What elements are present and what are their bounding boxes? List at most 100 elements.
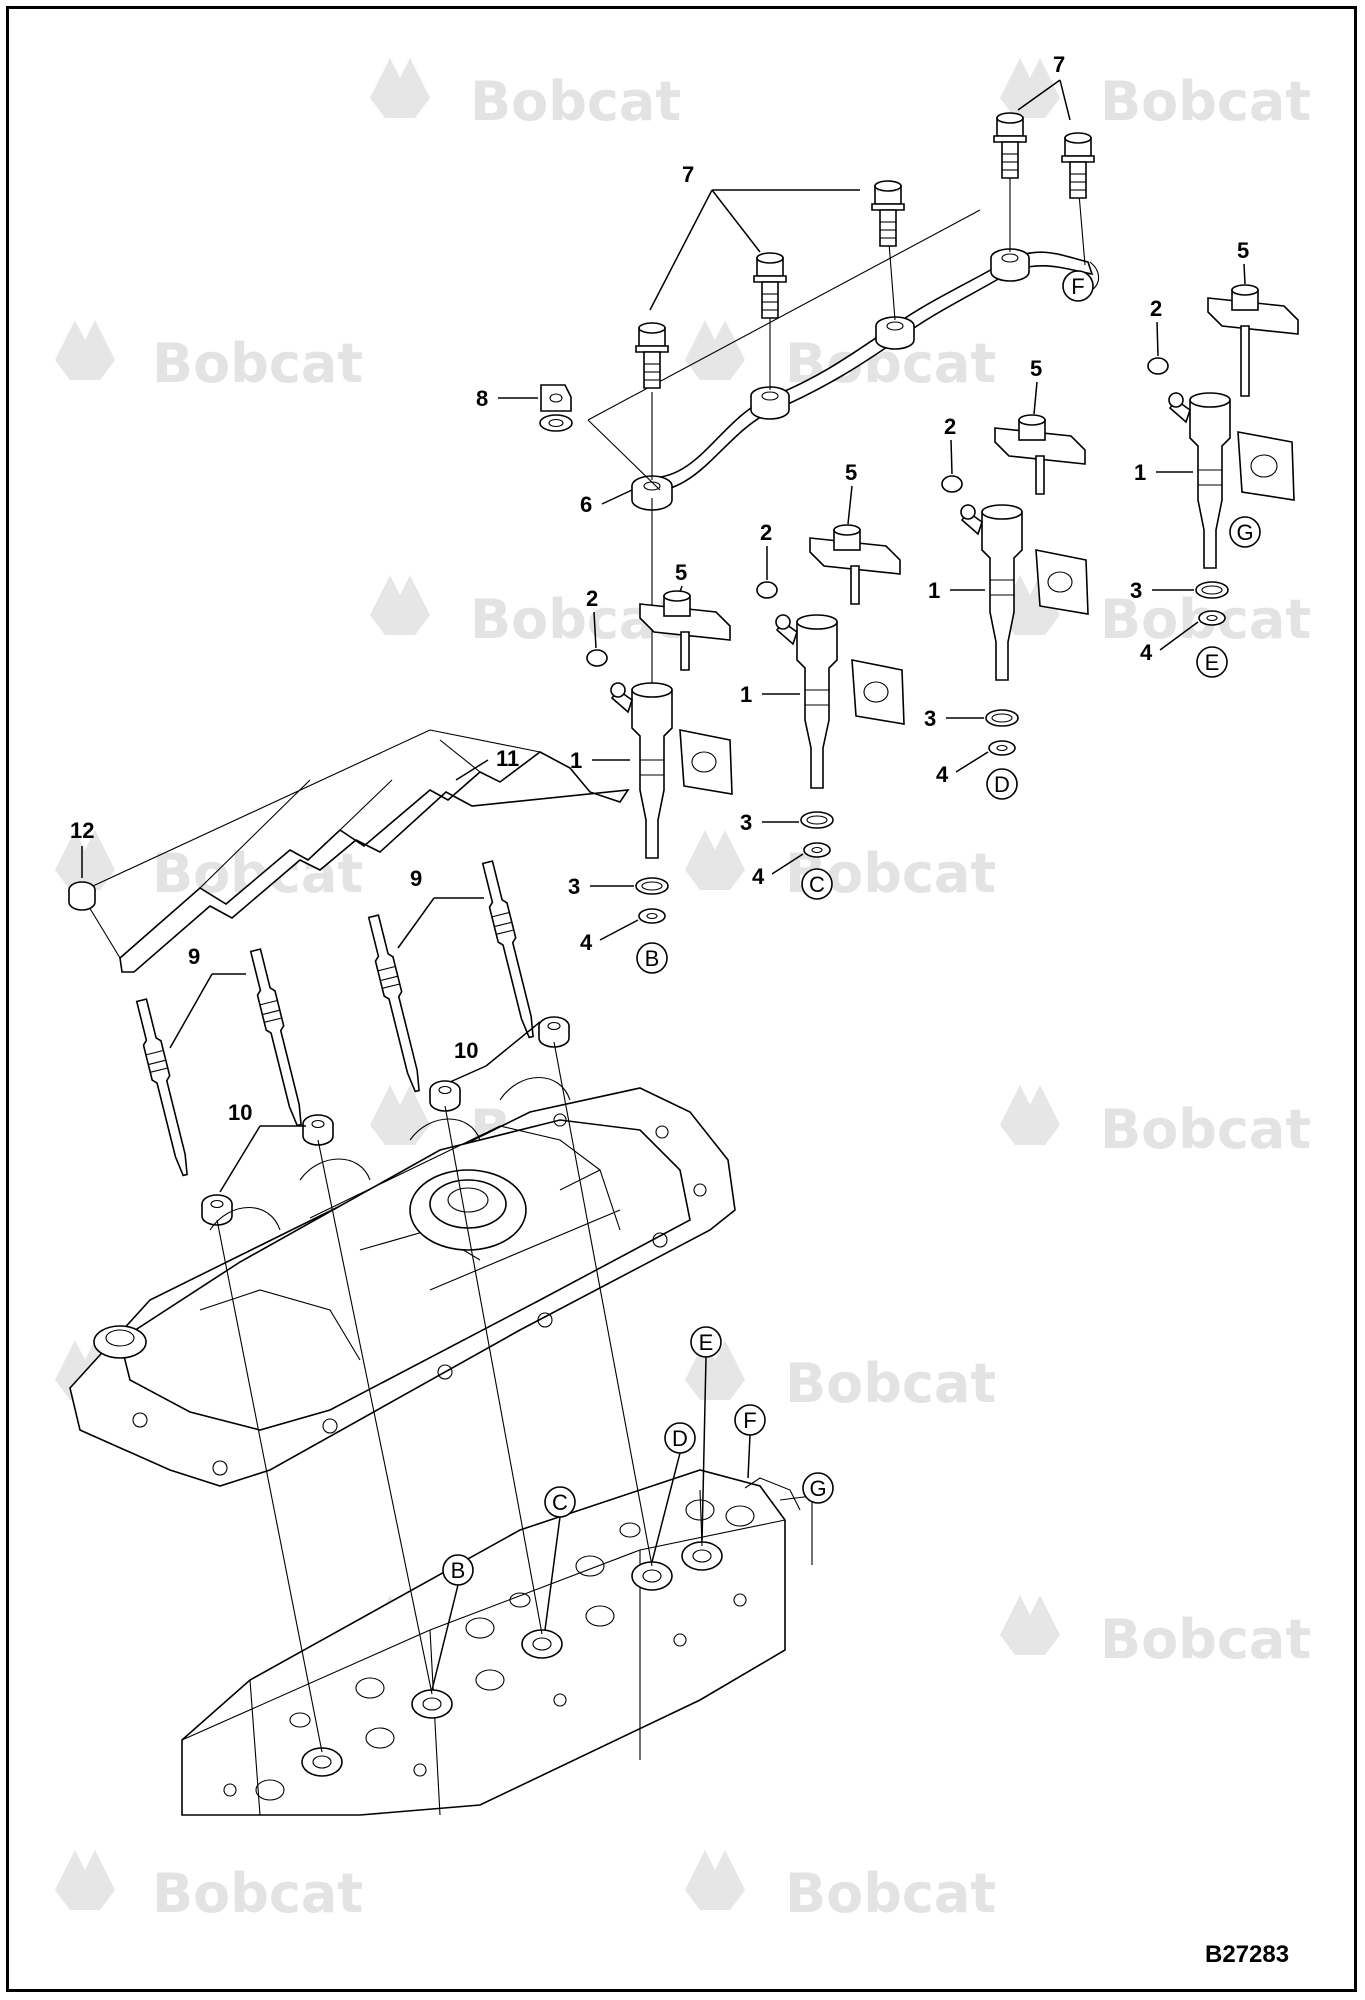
watermark-text: Bobcat [470, 70, 681, 133]
reference-letter-f-head: F [734, 1404, 766, 1479]
reference-letter-c-head: C [544, 1486, 576, 1631]
bobcat-logo-icon [55, 1850, 115, 1910]
injector-block [679, 729, 733, 795]
callout-2: 2 [1150, 296, 1162, 321]
banjo-bolt [871, 180, 905, 247]
injector [775, 614, 838, 789]
reference-letter-g: G [1229, 516, 1261, 548]
callout-4: 4 [936, 762, 949, 787]
banjo-fitting-4 [990, 248, 1030, 282]
svg-text:D: D [672, 1426, 688, 1451]
injector [1168, 392, 1231, 569]
reference-letter-b-head: B [431, 1554, 474, 1691]
watermark-text: Bobcat [1100, 70, 1311, 133]
callout-1: 1 [928, 578, 940, 603]
injector-set-d [941, 414, 1089, 756]
o-ring [941, 475, 963, 493]
svg-text:B: B [451, 1558, 466, 1583]
reference-letter-d-head: D [651, 1422, 696, 1563]
injector-set-c [756, 524, 905, 858]
callout-9: 9 [188, 944, 200, 969]
injector-clamp [809, 524, 901, 605]
svg-text:F: F [743, 1408, 756, 1433]
bobcat-logo-icon [1000, 1085, 1060, 1145]
glow-plug-nut [429, 1080, 461, 1112]
bobcat-logo-icon [55, 830, 115, 890]
banjo-bolt [993, 112, 1027, 179]
callout-4: 4 [1140, 640, 1153, 665]
leak-off-pipe [649, 251, 1100, 493]
callout-4: 4 [580, 930, 593, 955]
svg-text:F: F [1071, 274, 1084, 299]
watermark-text: Bobcat [785, 1352, 996, 1415]
seal-ring [1195, 581, 1229, 599]
washer [803, 842, 831, 858]
seal-ring [985, 709, 1019, 727]
svg-text:C: C [809, 872, 825, 897]
glow-plug [481, 860, 534, 1039]
injector-block [851, 659, 905, 725]
bobcat-logo-icon [1000, 1595, 1060, 1655]
banjo-fitting-2 [750, 386, 790, 420]
callout-11: 11 [496, 746, 519, 771]
callout-7: 7 [1053, 52, 1065, 77]
glow-plug [249, 948, 302, 1127]
banjo-bolt [635, 322, 669, 389]
banjo-fitting-3 [875, 316, 915, 350]
banjo-fitting-1 [631, 475, 673, 511]
bobcat-logo-icon [370, 1085, 430, 1145]
callout-3: 3 [924, 706, 936, 731]
banjo-bolt [753, 252, 787, 319]
watermark-text: Bobcat [1100, 1098, 1311, 1161]
svg-text:G: G [1236, 520, 1253, 545]
callout-5: 5 [845, 460, 857, 485]
bobcat-logo-icon [55, 320, 115, 380]
callout-2: 2 [944, 414, 956, 439]
callout-3: 3 [1130, 578, 1142, 603]
callout-2: 2 [586, 586, 598, 611]
reference-letter-d: D [986, 768, 1018, 800]
reference-letter-b: B [636, 942, 668, 974]
reference-letter-g-head: G [802, 1472, 834, 1504]
injector-set-e [1147, 284, 1299, 626]
reference-letter-f: F [1062, 270, 1094, 302]
callout-8: 8 [476, 386, 488, 411]
injector-clamp [639, 590, 731, 671]
callout-4: 4 [752, 864, 765, 889]
bus-bar-nut [68, 881, 96, 911]
callout-3: 3 [740, 810, 752, 835]
bobcat-logo-icon [685, 830, 745, 890]
svg-text:G: G [809, 1476, 826, 1501]
reference-markers: B C D E F G B C D E [431, 270, 1261, 1691]
injector [610, 682, 673, 859]
watermark-text: Bobcat [152, 1862, 363, 1925]
banjo-bolt [1061, 132, 1095, 199]
callout-1: 1 [1134, 460, 1146, 485]
bobcat-logo-icon [370, 575, 430, 635]
callouts: 7 7 8 6 5 5 5 5 2 2 2 2 1 1 1 1 [70, 52, 1249, 1193]
bobcat-logo-icon [685, 320, 745, 380]
callout-5: 5 [1030, 356, 1042, 381]
callout-1: 1 [740, 682, 752, 707]
o-ring [586, 649, 608, 667]
glow-plug-nut [302, 1114, 334, 1146]
reference-letter-c: C [801, 868, 833, 900]
valve-cover [69, 1077, 736, 1487]
callout-5: 5 [675, 560, 687, 585]
bobcat-logo-icon [685, 1850, 745, 1910]
reference-letter-e: E [1196, 646, 1228, 678]
callout-1: 1 [570, 748, 582, 773]
seal-ring [800, 811, 834, 829]
washer [988, 740, 1016, 756]
glow-plug-nut [201, 1194, 233, 1226]
bobcat-logo-icon [1000, 58, 1060, 118]
callout-9: 9 [410, 866, 422, 891]
callout-6: 6 [580, 492, 592, 517]
svg-text:C: C [552, 1490, 568, 1515]
callout-3: 3 [568, 874, 580, 899]
glow-plug-bus-bar [79, 729, 630, 973]
svg-text:E: E [1205, 650, 1220, 675]
injector-clamp [994, 414, 1086, 495]
glow-plug-nut [538, 1016, 570, 1048]
